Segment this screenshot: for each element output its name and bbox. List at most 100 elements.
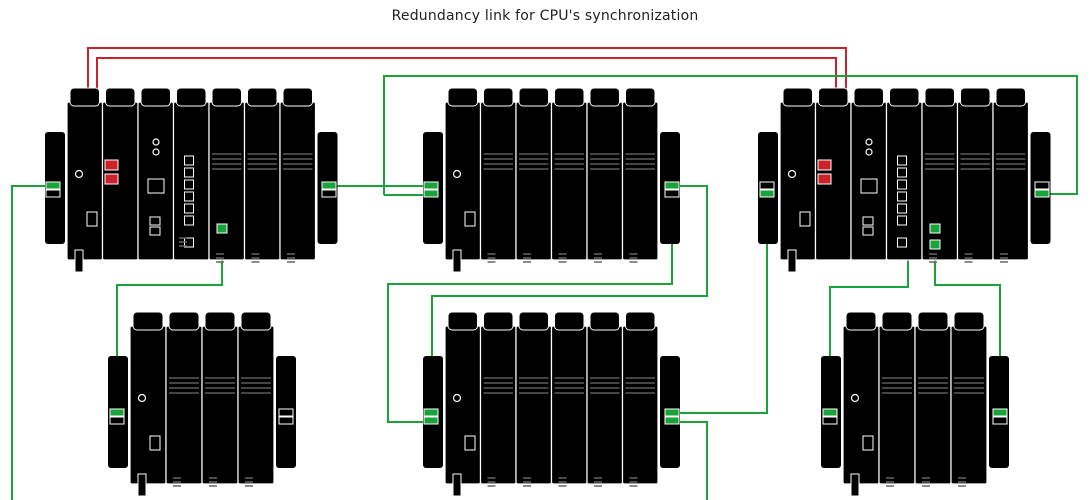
port-active: [321, 181, 337, 190]
rack-layer: [45, 87, 1051, 497]
module-cover: [483, 87, 514, 107]
network-link: [431, 185, 708, 413]
status-box: [897, 191, 907, 202]
sync-port: [104, 173, 119, 185]
port-active: [992, 408, 1008, 417]
status-box: [452, 249, 462, 273]
io-module: [921, 87, 959, 261]
network-link: [383, 75, 1078, 195]
module-cover: [518, 87, 549, 107]
module-cover: [168, 311, 200, 331]
module-cover: [518, 311, 549, 331]
io-module: [444, 311, 482, 485]
module-cover: [447, 311, 478, 331]
port-rack4-right: [278, 408, 294, 425]
rack-3: [758, 87, 1051, 273]
port-active: [1034, 189, 1050, 198]
status-box: [452, 473, 462, 497]
module-cover: [818, 87, 849, 107]
module-cover: [953, 311, 985, 331]
led-indicator: [787, 169, 797, 179]
module-cover: [282, 87, 313, 107]
module-cover: [69, 87, 100, 107]
module-cover: [960, 87, 991, 107]
io-module: [842, 311, 880, 485]
status-box: [897, 167, 907, 178]
network-link: [387, 195, 673, 423]
module-cover: [554, 311, 585, 331]
status-box: [137, 473, 147, 497]
port-active: [759, 189, 775, 198]
power-supply-module: [66, 87, 104, 261]
io-module: [208, 87, 246, 261]
module-cover: [845, 311, 877, 331]
led-indicator: [152, 148, 160, 156]
status-box: [149, 216, 161, 226]
module-cover: [483, 311, 514, 331]
led-indicator: [452, 393, 462, 403]
module-cover: [204, 311, 236, 331]
status-box: [149, 435, 161, 451]
module-cover: [240, 311, 272, 331]
module-cover: [889, 87, 920, 107]
io-module: [479, 311, 517, 485]
module-cover: [625, 311, 656, 331]
module-cover: [132, 311, 164, 331]
status-box: [787, 249, 797, 273]
sync-port: [817, 159, 832, 171]
status-box: [464, 435, 476, 451]
port-rack5-left: [423, 408, 439, 425]
network-link: [11, 185, 53, 500]
io-module: [165, 311, 203, 485]
module-cover: [211, 87, 242, 107]
io-module: [550, 87, 588, 261]
io-module: [201, 311, 239, 485]
status-box: [184, 155, 194, 166]
status-box: [897, 155, 907, 166]
io-module: [779, 87, 817, 261]
network-link: [934, 245, 1001, 413]
io-module: [992, 87, 1030, 261]
module-cover: [247, 87, 278, 107]
module-cover: [554, 87, 585, 107]
led-indicator: [865, 138, 873, 146]
port-layer: [45, 159, 1050, 425]
status-box: [184, 203, 194, 214]
status-box: [862, 216, 874, 226]
io-module: [444, 87, 482, 261]
status-box: [149, 226, 161, 236]
status-box: [184, 167, 194, 178]
status-box: [897, 179, 907, 190]
led-indicator: [865, 148, 873, 156]
module-cover: [589, 311, 620, 331]
status-box: [860, 178, 878, 194]
io-module: [956, 87, 994, 261]
module-cover: [176, 87, 207, 107]
io-module: [479, 87, 517, 261]
io-module: [621, 311, 659, 485]
io-module: [586, 311, 624, 485]
rack-5: [423, 311, 680, 497]
eth-port: [929, 223, 941, 234]
cpu-module: [101, 87, 139, 261]
io-module: [550, 311, 588, 485]
status-box: [74, 249, 84, 273]
port-active: [45, 181, 61, 190]
status-box: [862, 226, 874, 236]
led-indicator: [137, 393, 147, 403]
io-module: [515, 311, 553, 485]
led-indicator: [152, 138, 160, 146]
io-module: [129, 311, 167, 485]
network-link: [672, 194, 768, 414]
status-box: [862, 435, 874, 451]
io-module: [586, 87, 624, 261]
module-cover: [625, 87, 656, 107]
led-indicator: [74, 169, 84, 179]
eth-port: [929, 239, 941, 250]
module-cover: [589, 87, 620, 107]
io-module: [814, 87, 852, 261]
rack-6: [821, 311, 1009, 497]
sync-port: [817, 173, 832, 185]
module-cover: [995, 87, 1026, 107]
eth-port: [216, 223, 228, 234]
